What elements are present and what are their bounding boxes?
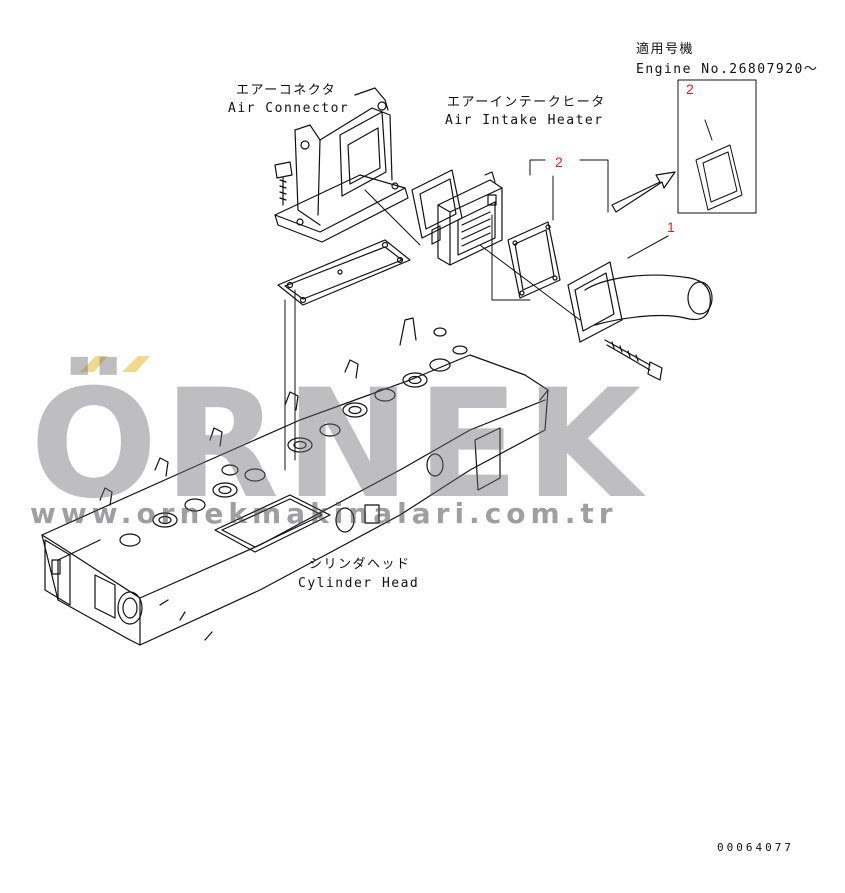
air-connector-drawing xyxy=(274,87,409,243)
assembly-lines xyxy=(284,189,581,471)
gasket-2-drawing xyxy=(507,221,561,299)
watermark-url: www.ornekmakinalari.com.tr xyxy=(30,497,618,530)
arrow-icon xyxy=(611,171,676,213)
cylinder-head-drawing xyxy=(41,317,549,646)
engine-no-label: Engine No.26807920～ xyxy=(636,62,819,77)
engine-no-frame xyxy=(677,79,757,214)
watermark-brand: ÖRNEK xyxy=(30,358,648,532)
gasket-lower-drawing xyxy=(277,239,411,306)
document-number: 00064077 xyxy=(717,841,794,854)
watermark-accent-icon xyxy=(80,356,150,372)
air-connector-label: Air Connector xyxy=(228,101,350,116)
heater-jp-label: エアーインテークヒータ xyxy=(447,95,606,110)
cylinder-head-label: Cylinder Head xyxy=(298,576,420,591)
callout-1: 1 xyxy=(667,219,675,235)
cylinder-head-jp-label: シリンダヘッド xyxy=(309,557,411,572)
heater-label: Air Intake Heater xyxy=(445,113,604,128)
callout-2-heater: 2 xyxy=(555,154,563,170)
leader-1 xyxy=(627,235,669,259)
intake-pipe-drawing xyxy=(567,261,713,381)
air-intake-heater-drawing xyxy=(431,171,503,266)
callout-frame-2 xyxy=(491,159,609,301)
applicable-label: 適用号機 xyxy=(636,42,695,57)
callout-2-engine: 2 xyxy=(686,81,694,97)
air-connector-jp-label: エアーコネクタ xyxy=(236,83,337,98)
